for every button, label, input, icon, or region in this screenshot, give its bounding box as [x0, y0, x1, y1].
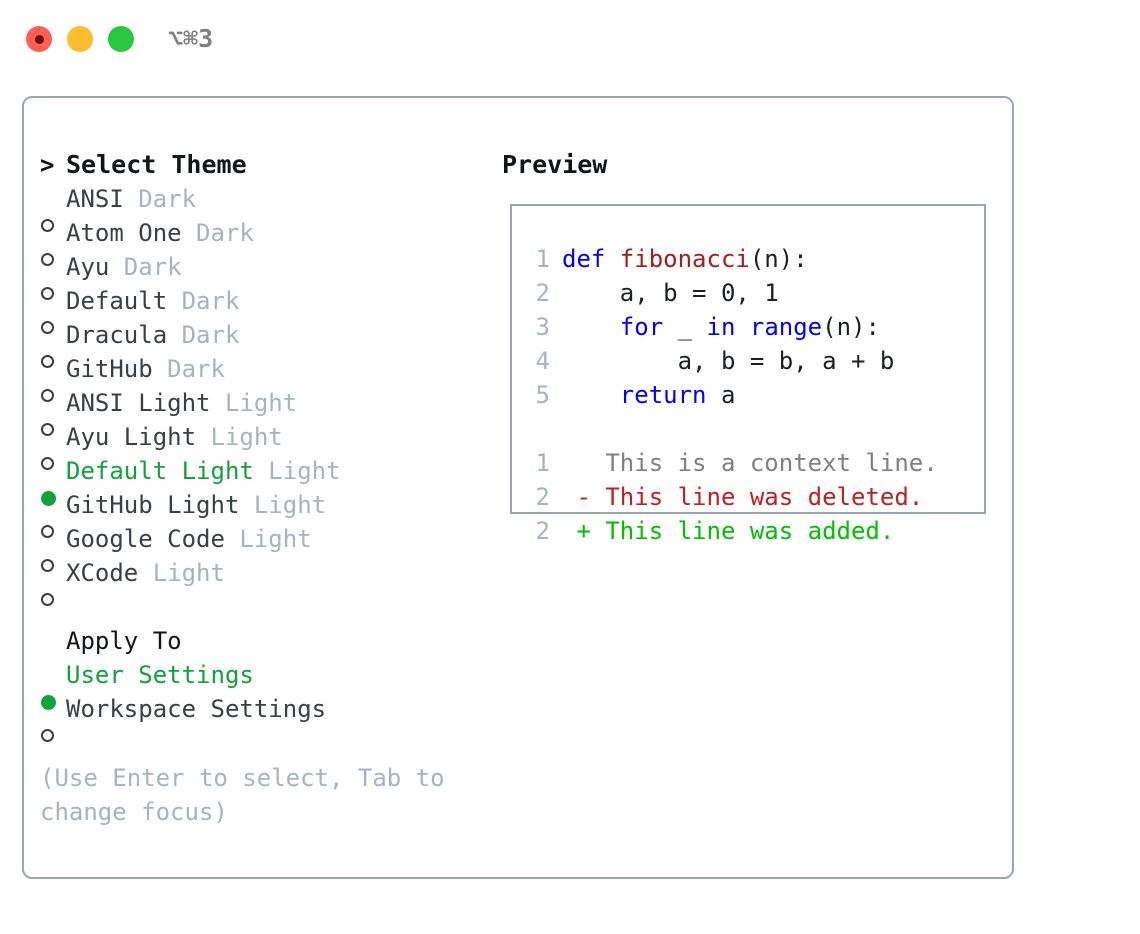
code-token: def — [562, 245, 620, 273]
theme-option-variant: Light — [253, 457, 341, 485]
theme-option-label: Ayu — [66, 253, 110, 281]
select-theme-heading: > Select Theme — [40, 148, 480, 182]
code-diff-gap — [526, 412, 976, 446]
theme-option-label: GitHub Light — [66, 491, 240, 519]
line-number: 2 — [535, 483, 550, 511]
code-token: fibonacci — [619, 245, 750, 273]
window-controls — [26, 26, 149, 52]
code-line: 1 def fibonacci(n): — [526, 242, 976, 276]
select-theme-label: Select Theme — [66, 150, 247, 179]
theme-option-variant: Dark — [123, 185, 197, 213]
code-token: in — [706, 313, 736, 341]
theme-option-variant: Dark — [167, 321, 240, 349]
code-token: for — [619, 313, 664, 341]
theme-option-google-code[interactable]: Google Code Light — [40, 522, 480, 572]
code-token: range — [749, 313, 823, 341]
theme-option-github[interactable]: GitHub Dark — [40, 352, 480, 402]
theme-option-ansi[interactable]: ANSI Dark — [40, 182, 480, 232]
apply-to-option-user-settings[interactable]: User Settings — [40, 658, 480, 710]
code-token: (n): — [822, 313, 880, 341]
theme-option-label: Google Code — [66, 525, 225, 553]
theme-option-ayu[interactable]: Ayu Dark — [40, 250, 480, 300]
code-line: 2 a, b = 0, 1 — [526, 276, 976, 310]
title-bar: ⌥⌘3 — [0, 0, 1140, 78]
line-number: 5 — [535, 381, 550, 409]
line-number: 1 — [535, 245, 550, 273]
code-token — [562, 381, 620, 409]
code-line: 4 a, b = b, a + b — [526, 344, 976, 378]
diff-text: This is a context line. — [562, 449, 938, 477]
code-line: 5 return a — [526, 378, 976, 412]
theme-option-default[interactable]: Default Dark — [40, 284, 480, 334]
theme-option-variant: Light — [210, 389, 298, 417]
theme-option-label: Default Light — [66, 457, 254, 485]
code-line: 3 for _ in range(n): — [526, 310, 976, 344]
line-number: 2 — [535, 517, 550, 545]
keyboard-hint: (Use Enter to select, Tab to change focu… — [40, 764, 460, 826]
code-token: a, b = 0, 1 — [562, 279, 779, 307]
theme-option-label: Ayu Light — [66, 423, 197, 451]
theme-option-atom-one[interactable]: Atom One Dark — [40, 216, 480, 266]
theme-option-xcode[interactable]: XCode Light — [40, 556, 480, 606]
close-button[interactable] — [26, 26, 52, 52]
theme-option-label: ANSI Light — [66, 389, 211, 417]
keyboard-shortcut-label: ⌥⌘3 — [168, 24, 214, 53]
theme-option-label: Atom One — [66, 219, 182, 247]
apply-to-label: Apply To — [66, 627, 182, 655]
line-number: 3 — [535, 313, 550, 341]
theme-option-label: GitHub — [66, 355, 153, 383]
minimize-button[interactable] — [67, 26, 93, 52]
apply-to-heading: Apply To — [40, 624, 480, 658]
theme-option-default-light[interactable]: Default Light Light — [40, 454, 480, 506]
theme-option-variant: Light — [138, 559, 225, 587]
theme-option-label: ANSI — [66, 185, 124, 213]
apply-to-option-workspace-settings[interactable]: Workspace Settings — [40, 692, 480, 742]
diff-line: 1 This is a context line. — [526, 446, 976, 480]
code-token: (n): — [749, 245, 808, 273]
theme-option-github-light[interactable]: GitHub Light Light — [40, 488, 480, 538]
list-spacer — [40, 590, 480, 624]
code-token — [562, 313, 620, 341]
theme-option-ayu-light[interactable]: Ayu Light Light — [40, 420, 480, 470]
diff-lines: 1 This is a context line.2 - This line w… — [526, 446, 976, 548]
theme-option-variant: Light — [196, 423, 283, 451]
theme-option-dracula[interactable]: Dracula Dark — [40, 318, 480, 368]
theme-option-label: XCode — [66, 559, 139, 587]
code-token: a — [706, 381, 736, 409]
theme-option-variant: Dark — [109, 253, 182, 281]
code-token: a, b = b, a + b — [562, 347, 895, 375]
diff-text: + This line was added. — [562, 517, 895, 545]
theme-option-variant: Light — [224, 525, 312, 553]
preview-heading: Preview — [502, 150, 608, 179]
code-token: return — [619, 381, 707, 409]
apply-to-option-label: Workspace Settings — [66, 695, 327, 723]
line-number: 2 — [535, 279, 550, 307]
maximize-button[interactable] — [108, 26, 134, 52]
theme-option-variant: Light — [239, 491, 327, 519]
theme-option-ansi-light[interactable]: ANSI Light Light — [40, 386, 480, 436]
theme-option-label: Dracula — [66, 321, 168, 349]
focus-caret-icon: > — [40, 151, 55, 179]
code-token: _ — [663, 313, 707, 341]
diff-text: - This line was deleted. — [562, 483, 924, 511]
diff-line: 2 + This line was added. — [526, 514, 976, 548]
theme-option-variant: Dark — [152, 355, 225, 383]
theme-option-label: Default — [66, 287, 168, 315]
diff-line: 2 - This line was deleted. — [526, 480, 976, 514]
theme-option-variant: Dark — [181, 219, 254, 247]
code-token — [735, 313, 749, 341]
apply-to-option-label: User Settings — [66, 661, 254, 689]
line-number: 1 — [535, 449, 550, 477]
line-number: 4 — [535, 347, 550, 375]
theme-option-variant: Dark — [167, 287, 240, 315]
